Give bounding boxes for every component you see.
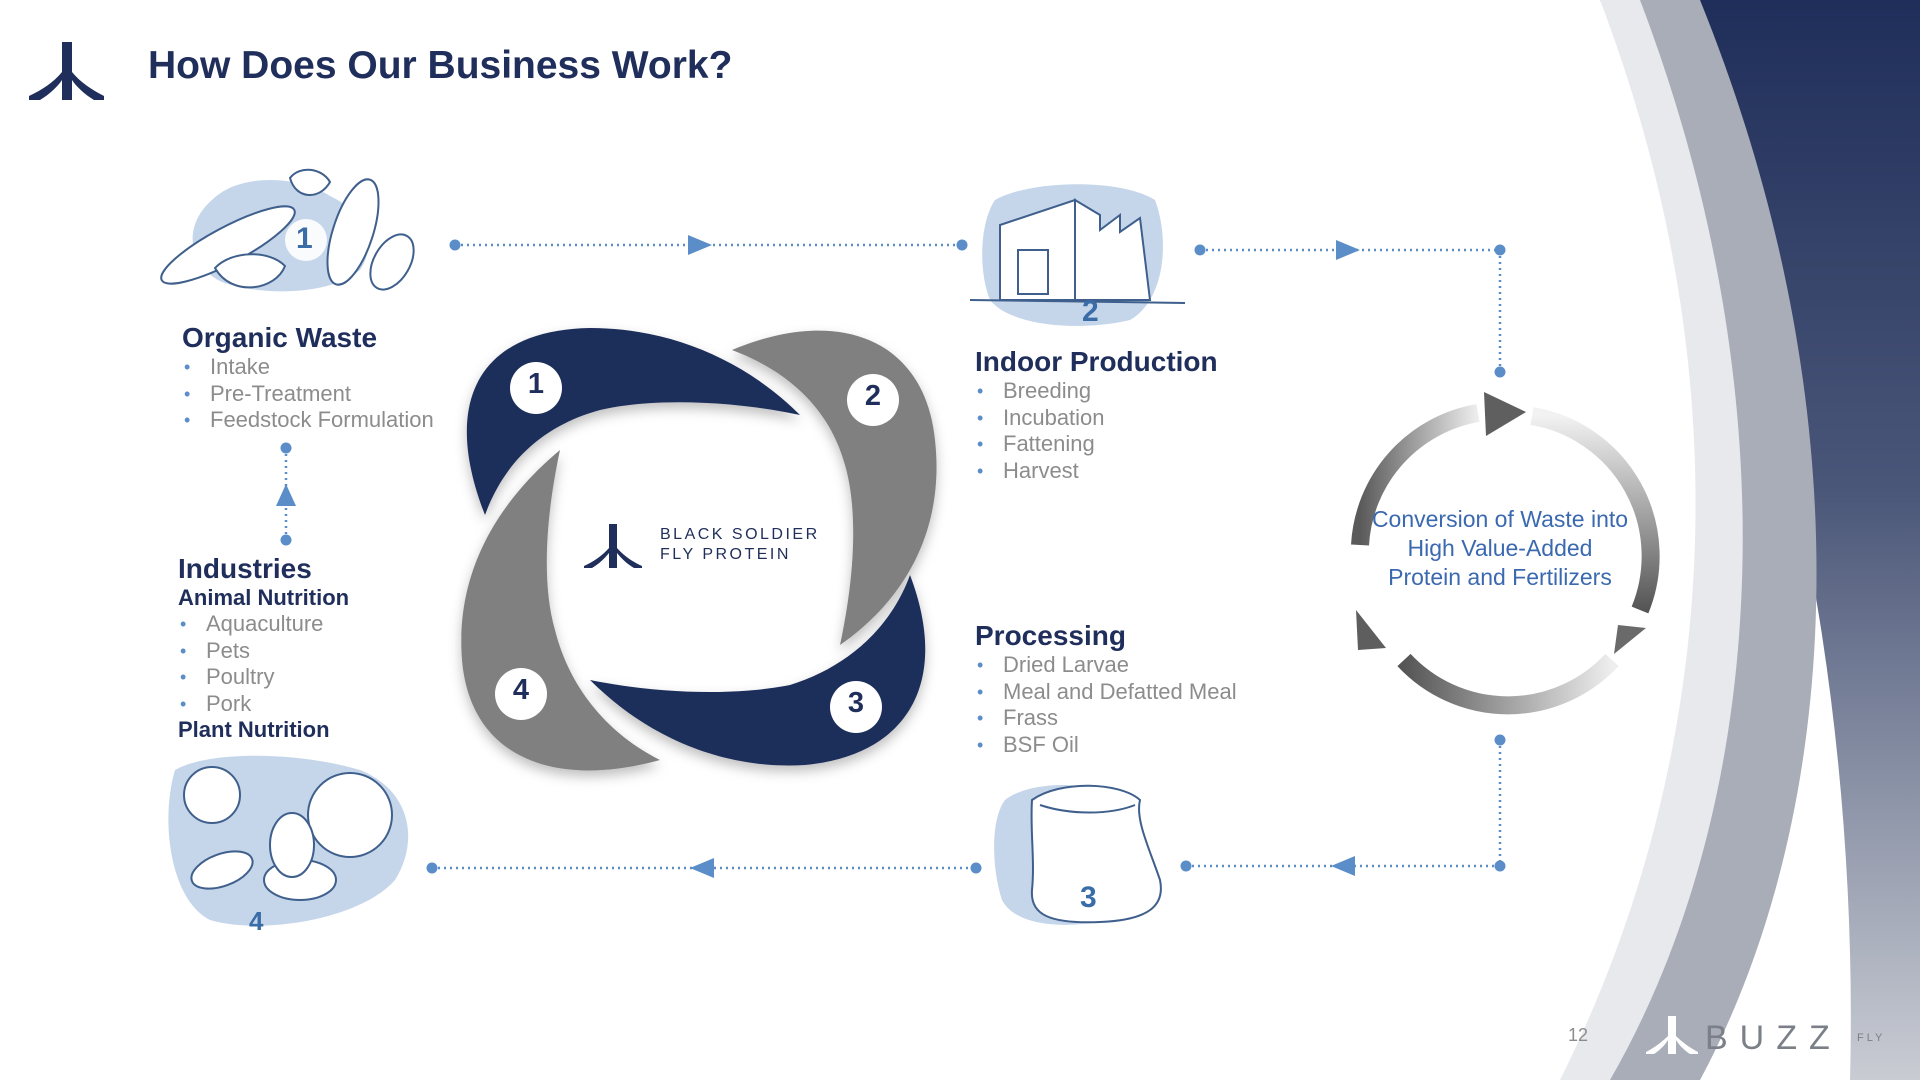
list-item: BSF Oil bbox=[975, 732, 1237, 759]
list-item: Fattening bbox=[975, 431, 1218, 458]
cycle-number-1: 1 bbox=[527, 368, 545, 400]
flow-arrowheads bbox=[276, 235, 1360, 878]
list-item: Intake bbox=[182, 354, 434, 381]
bsf-logo-line2: FLY PROTEIN bbox=[660, 546, 791, 563]
corner-swoosh-decoration bbox=[1560, 0, 1920, 1080]
animals-illustration bbox=[168, 755, 409, 926]
section-title-industries: Industries bbox=[178, 553, 312, 584]
indoor-production-list: Breeding Incubation Fattening Harvest bbox=[975, 378, 1218, 484]
conversion-ring-arrowheads bbox=[1356, 392, 1646, 654]
subtitle-animal-nutrition: Animal Nutrition bbox=[178, 585, 350, 610]
factory-illustration bbox=[969, 184, 1186, 326]
step-number-3: 3 bbox=[1080, 881, 1097, 914]
industries-list: Aquaculture Pets Poultry Pork bbox=[178, 611, 349, 717]
section-title-organic-waste: Organic Waste bbox=[182, 322, 378, 353]
subtitle-plant-nutrition: Plant Nutrition bbox=[178, 717, 330, 742]
processing-list: Dried Larvae Meal and Defatted Meal Fras… bbox=[975, 652, 1237, 758]
conversion-text: Conversion of Waste into High Value-Adde… bbox=[1371, 506, 1629, 590]
list-item: Pre-Treatment bbox=[182, 381, 434, 408]
brand-name: BUZZ bbox=[1705, 1019, 1842, 1057]
section-industries: Industries Animal Nutrition Aquaculture … bbox=[178, 553, 349, 743]
brand-suffix: FLY bbox=[1857, 1032, 1886, 1044]
step-number-1: 1 bbox=[296, 222, 313, 255]
section-organic-waste: Organic Waste Intake Pre-Treatment Feeds… bbox=[182, 322, 434, 434]
page-title: How Does Our Business Work? bbox=[148, 44, 733, 87]
step-number-4: 4 bbox=[249, 906, 264, 936]
bsf-logo-line1: BLACK SOLDIER bbox=[660, 526, 820, 543]
buzzfly-logo-icon bbox=[1646, 1016, 1698, 1054]
list-item: Dried Larvae bbox=[975, 652, 1237, 679]
section-indoor-production: Indoor Production Breeding Incubation Fa… bbox=[975, 346, 1218, 484]
list-item: Breeding bbox=[975, 378, 1218, 405]
cycle-number-2: 2 bbox=[864, 380, 882, 412]
step-number-2: 2 bbox=[1082, 295, 1099, 328]
flow-connector-dots bbox=[280, 239, 1506, 874]
list-item: Frass bbox=[975, 705, 1237, 732]
section-title-indoor-production: Indoor Production bbox=[975, 346, 1218, 377]
company-logo-icon bbox=[29, 42, 104, 100]
cycle-number-3: 3 bbox=[847, 687, 865, 719]
list-item: Pork bbox=[178, 691, 349, 718]
list-item: Harvest bbox=[975, 458, 1218, 485]
page-number: 12 bbox=[1568, 1025, 1589, 1045]
list-item: Aquaculture bbox=[178, 611, 349, 638]
vegetables-illustration bbox=[160, 168, 415, 292]
list-item: Pets bbox=[178, 638, 349, 665]
cycle-number-circles bbox=[495, 362, 899, 733]
list-item: Incubation bbox=[975, 405, 1218, 432]
list-item: Feedstock Formulation bbox=[182, 407, 434, 434]
bsf-logo-text: BLACK SOLDIER FLY PROTEIN bbox=[660, 525, 820, 565]
list-item: Meal and Defatted Meal bbox=[975, 679, 1237, 706]
list-item: Poultry bbox=[178, 664, 349, 691]
conversion-cycle-ring bbox=[1351, 404, 1660, 715]
section-processing: Processing Dried Larvae Meal and Defatte… bbox=[975, 620, 1237, 758]
bsf-logo-icon bbox=[584, 524, 642, 568]
organic-waste-list: Intake Pre-Treatment Feedstock Formulati… bbox=[182, 354, 434, 434]
section-title-processing: Processing bbox=[975, 620, 1126, 651]
cycle-number-4: 4 bbox=[512, 674, 530, 706]
sack-illustration bbox=[994, 784, 1162, 925]
